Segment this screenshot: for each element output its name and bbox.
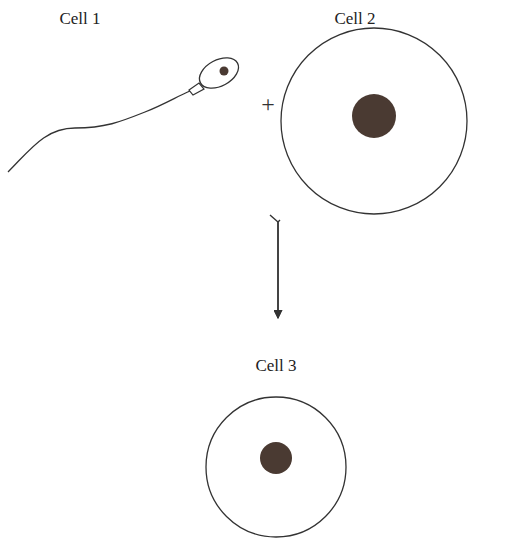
sperm-head <box>194 52 243 95</box>
fertilization-arrow <box>270 215 278 318</box>
fertilization-arrow <box>278 220 280 318</box>
cell-label: Cell 3 <box>255 356 296 376</box>
cell-node: Cell 1 <box>5 5 270 215</box>
cell-label: Cell 1 <box>59 9 100 29</box>
cell-label: Cell 2 <box>334 9 375 29</box>
egg-cell <box>281 28 467 214</box>
sperm-tail <box>8 91 190 172</box>
cell-node: Cell 3 <box>200 318 352 539</box>
zygote-cell <box>206 397 346 537</box>
egg-nucleus <box>352 94 396 138</box>
zygote-membrane <box>206 397 346 537</box>
sperm-cell <box>8 52 244 172</box>
sperm-nucleus <box>220 67 229 76</box>
cell-node: Cell 2 <box>280 5 475 220</box>
egg-membrane <box>281 28 467 214</box>
zygote-nucleus <box>260 442 292 474</box>
plus-sign: + <box>261 92 275 116</box>
